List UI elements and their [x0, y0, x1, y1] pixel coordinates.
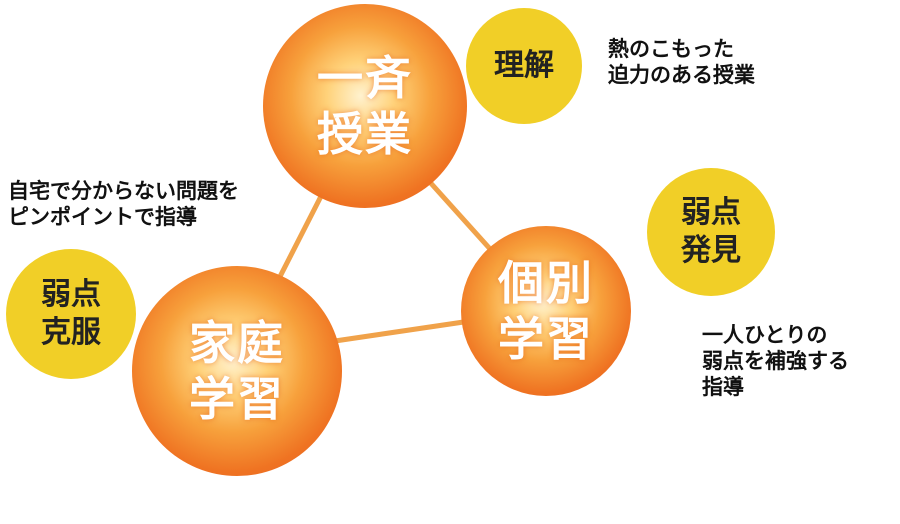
node-class-lesson-label: 一斉 授業	[317, 51, 413, 161]
note-class-lesson: 熱のこもった 迫力のある授業	[608, 37, 755, 87]
tag-find-weakness: 弱点 発見	[647, 168, 775, 296]
node-class-lesson: 一斉 授業	[263, 4, 467, 208]
tag-understanding: 理解	[466, 8, 582, 124]
tag-find-weakness-label: 弱点 発見	[681, 195, 741, 268]
tag-overcome-weakness: 弱点 克服	[6, 249, 136, 379]
tag-overcome-weakness-label: 弱点 克服	[41, 277, 101, 350]
node-individual-study-label: 個別 学習	[498, 256, 594, 366]
node-home-study-label: 家庭 学習	[189, 316, 285, 426]
note-individual-study: 一人ひとりの 弱点を補強する 指導	[702, 323, 849, 399]
note-home-study: 自宅で分からない問題を ピンポイントで指導	[8, 179, 239, 229]
node-home-study: 家庭 学習	[132, 266, 342, 476]
node-individual-study: 個別 学習	[461, 226, 631, 396]
tag-understanding-label: 理解	[494, 48, 554, 83]
